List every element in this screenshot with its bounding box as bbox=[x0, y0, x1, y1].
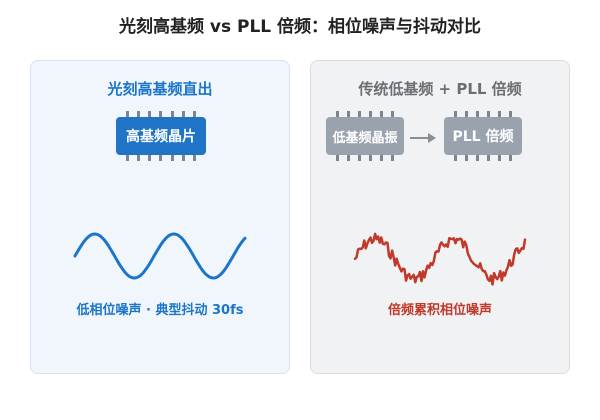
chip-pins-bottom bbox=[116, 155, 206, 161]
left-panel: 光刻高基频直出 高基频晶片 低相位噪声 · 典型抖动 30fs bbox=[30, 60, 290, 374]
right-caption: 倍频累积相位噪声 bbox=[387, 303, 492, 318]
pll-chip-label: PLL 倍频 bbox=[452, 129, 514, 145]
high-freq-chip-body: 高基频晶片 bbox=[116, 117, 206, 155]
low-freq-chip: 低基频晶振 bbox=[326, 111, 404, 161]
chip-pins-bottom bbox=[326, 155, 404, 161]
chip-pins-top bbox=[444, 111, 522, 117]
diagram-title: 光刻高基频 vs PLL 倍频：相位噪声与抖动对比 bbox=[118, 17, 482, 37]
noisy-wave bbox=[353, 232, 527, 286]
chip-pins-bottom bbox=[444, 155, 522, 161]
high-freq-chip-label: 高基频晶片 bbox=[126, 129, 196, 145]
left-panel-title: 光刻高基频直出 bbox=[107, 80, 213, 98]
right-panel: 传统低基频 + PLL 倍频 低基频晶振 PLL 倍频 倍频累积相位噪声 bbox=[310, 60, 570, 374]
left-caption: 低相位噪声 · 典型抖动 30fs bbox=[76, 303, 244, 318]
low-freq-chip-label: 低基频晶振 bbox=[332, 130, 398, 146]
right-panel-title: 传统低基频 + PLL 倍频 bbox=[358, 80, 522, 98]
clean-sine-wave bbox=[73, 232, 247, 280]
high-freq-chip: 高基频晶片 bbox=[116, 111, 206, 161]
chip-pins-top bbox=[326, 111, 404, 117]
chip-pins-top bbox=[116, 111, 206, 117]
pll-chip-body: PLL 倍频 bbox=[444, 117, 522, 155]
low-freq-chip-body: 低基频晶振 bbox=[326, 117, 404, 155]
arrow-right-icon bbox=[410, 133, 436, 143]
pll-chip: PLL 倍频 bbox=[444, 111, 522, 161]
